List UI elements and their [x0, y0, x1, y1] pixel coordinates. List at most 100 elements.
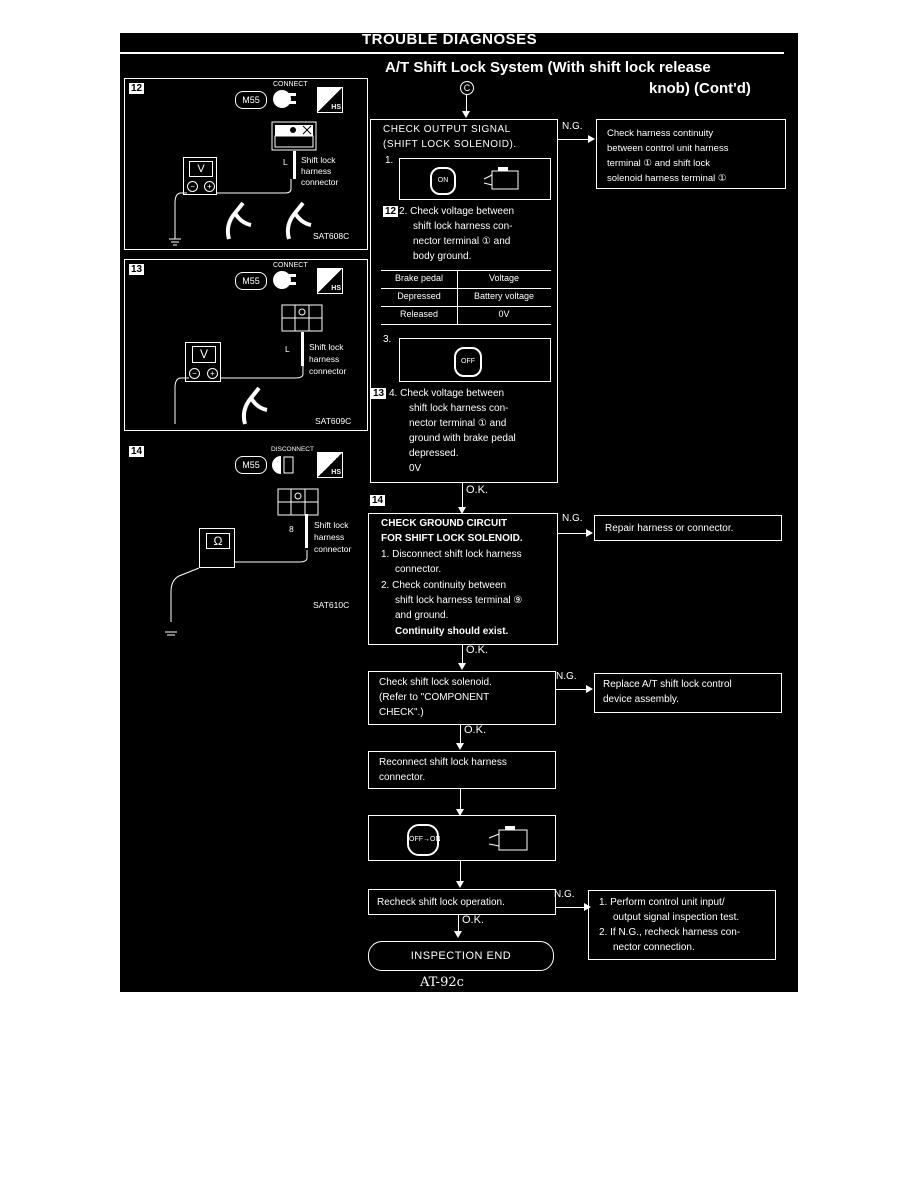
table-divider — [457, 270, 458, 324]
ok-label: O.K. — [466, 644, 489, 656]
connector-mark-circle: C — [460, 81, 474, 95]
item-4-line4: ground with brake pedal — [409, 433, 516, 444]
connector-label-3: connector — [301, 177, 339, 187]
ng-connector — [556, 689, 588, 690]
solenoid-line2: (Refer to "COMPONENT — [379, 692, 490, 703]
check-ground-title2: FOR SHIFT LOCK SOLENOID. — [381, 533, 523, 544]
section-title: A/T Shift Lock System (With shift lock r… — [385, 59, 711, 76]
item-2-line3: nector terminal ① and — [413, 236, 511, 247]
key-on-label: ON — [437, 177, 449, 184]
ng1-action-box: Check harness continuity between control… — [596, 119, 786, 189]
connector-plug-icon — [273, 271, 296, 289]
ng-label: N.G. — [556, 671, 577, 682]
tool-label: M55 — [242, 460, 260, 470]
table-cell: 0V — [498, 309, 510, 319]
page-number: AT-92c — [420, 975, 464, 990]
ng1-line1: Check harness continuity — [607, 128, 714, 139]
table-cell: Battery voltage — [473, 291, 535, 301]
ok-arrow — [458, 663, 466, 670]
connector-label-2: harness — [309, 354, 340, 364]
solenoid-line3: CHECK".) — [379, 707, 424, 718]
ng3-action-box: Replace A/T shift lock control device as… — [594, 673, 782, 713]
page-title: TROUBLE DIAGNOSES — [362, 31, 538, 48]
item-3: 3. — [383, 334, 392, 345]
harness-connector-icon — [271, 121, 317, 151]
check-output-box: CHECK OUTPUT SIGNAL (SHIFT LOCK SOLENOID… — [370, 119, 558, 483]
connector-label-3: connector — [309, 366, 347, 376]
ok-label: O.K. — [462, 914, 485, 926]
meter-mode: V — [199, 347, 208, 361]
manual-page: TROUBLE DIAGNOSES A/T Shift Lock System … — [120, 31, 798, 992]
reconnect-line1: Reconnect shift lock harness — [379, 757, 507, 768]
connect-label: CONNECT — [273, 81, 308, 88]
item-2-line2: shift lock harness con- — [413, 221, 513, 232]
ohmmeter-icon: Ω — [199, 528, 235, 568]
step-tag-13: 13 — [371, 388, 387, 399]
ok-connector — [462, 483, 463, 511]
test-leads — [169, 179, 292, 246]
minus-terminal: − — [189, 368, 200, 379]
item-4-line2: shift lock harness con- — [409, 403, 509, 414]
multimeter-icon: V − + — [185, 342, 221, 382]
figure-code: SAT608C — [313, 231, 350, 241]
key-on-icon: ON — [430, 167, 456, 195]
check-output-title1: CHECK OUTPUT SIGNAL — [383, 124, 511, 135]
ng4-action-box: 1. Perform control unit input/ output si… — [588, 890, 776, 960]
ng1-line3: terminal ① and shift lock — [607, 158, 711, 169]
key-off-on-icon: OFF→ON — [407, 824, 441, 856]
ng-connector — [558, 533, 586, 534]
ng-label: N.G. — [554, 889, 575, 900]
mode-label: HS — [331, 104, 341, 111]
connector-label-3: connector — [314, 544, 352, 554]
item-4-line3: nector terminal ① and — [409, 418, 507, 429]
inspection-end-label: INSPECTION END — [410, 950, 512, 962]
check-ground-box: CHECK GROUND CIRCUIT FOR SHIFT LOCK SOLE… — [368, 513, 558, 645]
meter-mode: Ω — [213, 534, 223, 548]
flow-line — [460, 789, 461, 813]
connect-label: CONNECT — [273, 262, 308, 269]
probe-lead — [305, 514, 308, 548]
meter-mode: V — [197, 163, 205, 175]
ok-label: O.K. — [466, 484, 489, 496]
table-header: Brake pedal — [394, 273, 444, 283]
item-1: 1. — [385, 155, 394, 166]
mode-label: HS — [331, 285, 341, 292]
ng-arrow — [586, 685, 593, 693]
connector-label-2: harness — [314, 532, 345, 542]
test-leads — [174, 366, 304, 424]
check-ground-line3: 2. Check continuity between — [381, 580, 507, 591]
ng-connector — [556, 907, 586, 908]
step-tag: 13 — [129, 264, 145, 275]
step-tag-12: 12 — [383, 206, 399, 217]
recheck-text: Recheck shift lock operation. — [377, 897, 505, 908]
connector-label-2: harness — [301, 166, 332, 176]
check-output-title2: (SHIFT LOCK SOLENOID). — [383, 139, 517, 150]
ignition-mode-icon: HS — [317, 87, 343, 113]
check-ground-title1: CHECK GROUND CIRCUIT — [381, 518, 508, 529]
table-header: Voltage — [488, 273, 520, 283]
terminal-label: 8 — [289, 524, 294, 534]
table-cell: Released — [399, 309, 439, 319]
ng-label: N.G. — [562, 513, 583, 524]
connector-mark-label: C — [463, 83, 471, 93]
item-4-line5: depressed. — [409, 448, 459, 459]
ng-connector — [558, 139, 588, 140]
ok-connector — [458, 915, 459, 935]
harness-connector-icon — [277, 488, 319, 516]
engine-icon — [488, 826, 528, 851]
ng4-line3: 2. If N.G., recheck harness con- — [599, 927, 741, 938]
ok-label: O.K. — [464, 724, 487, 736]
brake-pedal-icon — [225, 201, 312, 240]
item-2-line4: body ground. — [413, 251, 472, 262]
table-rule — [381, 306, 551, 307]
connector-label-1: Shift lock — [309, 342, 344, 352]
diagram-panel-12: 12 M55 CONNECT HS L Shift lock harness c… — [124, 78, 368, 250]
diagram-panel-14: 14 M55 DISCONNECT HS 8 Shift lock harnes… — [120, 439, 366, 636]
diagram-panel-13: 13 M55 CONNECT HS L Shift lock harness c… — [124, 259, 368, 431]
ignition-mode-icon: HS — [317, 452, 343, 478]
meter-display: V — [192, 346, 216, 363]
check-ground-line1: 1. Disconnect shift lock harness — [381, 549, 522, 560]
tool-label: M55 — [242, 95, 260, 105]
key-off-icon: OFF — [454, 347, 482, 377]
harness-connector-icon — [281, 304, 323, 332]
